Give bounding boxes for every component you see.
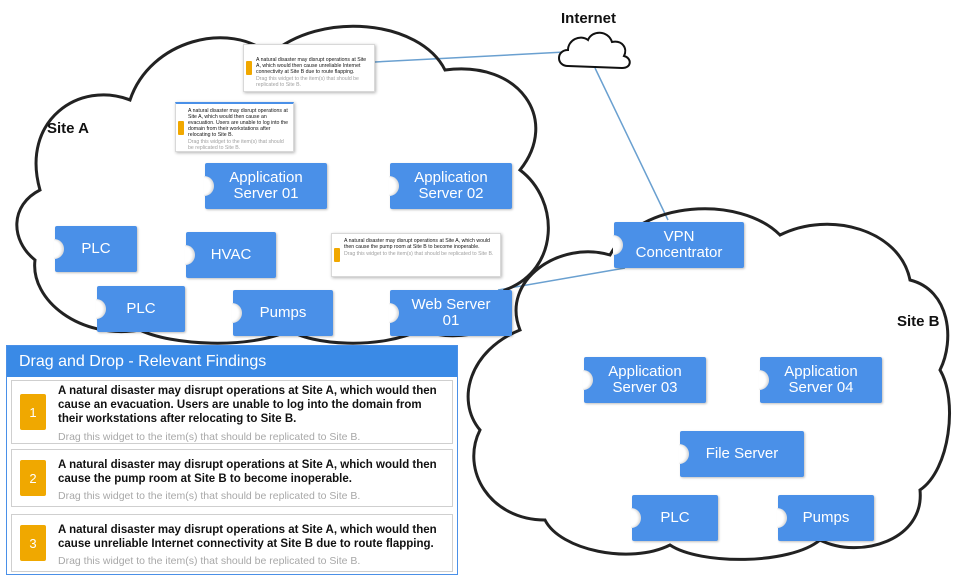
- finding-1[interactable]: 1 A natural disaster may disrupt operati…: [11, 380, 453, 444]
- finding-text: A natural disaster may disrupt operation…: [58, 385, 437, 425]
- relevant-findings-panel: Drag and Drop - Relevant Findings 1 A na…: [6, 345, 458, 575]
- finding-number-badge: 3: [20, 525, 46, 561]
- dropped-finding-1-widget[interactable]: A natural disaster may disrupt operation…: [175, 102, 294, 152]
- finding-text: A natural disaster may disrupt operation…: [58, 524, 437, 550]
- site-b-plc[interactable]: PLC: [631, 495, 718, 541]
- link-web-vpn: [497, 267, 626, 291]
- site-b-label: Site B: [897, 313, 940, 330]
- site-a-plc-2[interactable]: PLC: [96, 286, 185, 332]
- site-a-pumps[interactable]: Pumps: [232, 290, 333, 336]
- finding-3[interactable]: 3 A natural disaster may disrupt operati…: [11, 514, 453, 572]
- panel-title: Drag and Drop - Relevant Findings: [7, 346, 457, 377]
- finding-number-badge: 1: [20, 394, 46, 430]
- site-b-file-server[interactable]: File Server: [679, 431, 804, 477]
- link-sitea-internet: [374, 51, 566, 63]
- site-b-cloud: [466, 207, 951, 561]
- link-internet-vpn: [594, 67, 669, 221]
- internet-cloud-icon: [558, 31, 631, 70]
- finding-number-badge: 2: [20, 460, 46, 496]
- finding-hint: Drag this widget to the item(s) that sho…: [58, 490, 361, 502]
- site-a-plc-1[interactable]: PLC: [54, 226, 137, 272]
- site-a-hvac[interactable]: HVAC: [185, 232, 276, 278]
- internet-label: Internet: [561, 10, 617, 27]
- dropped-finding-2-widget[interactable]: A natural disaster may disrupt operation…: [331, 233, 501, 277]
- site-b-pumps[interactable]: Pumps: [777, 495, 874, 541]
- finding-hint: Drag this widget to the item(s) that sho…: [58, 431, 361, 443]
- finding-badge-icon: [178, 120, 184, 135]
- finding-badge-icon: [246, 61, 252, 75]
- finding-badge-icon: [334, 248, 340, 262]
- finding-text: A natural disaster may disrupt operation…: [58, 459, 437, 485]
- finding-hint: Drag this widget to the item(s) that sho…: [58, 555, 361, 567]
- site-a-label: Site A: [47, 120, 89, 137]
- dropped-finding-3-widget[interactable]: A natural disaster may disrupt operation…: [243, 44, 375, 92]
- finding-2[interactable]: 2 A natural disaster may disrupt operati…: [11, 449, 453, 507]
